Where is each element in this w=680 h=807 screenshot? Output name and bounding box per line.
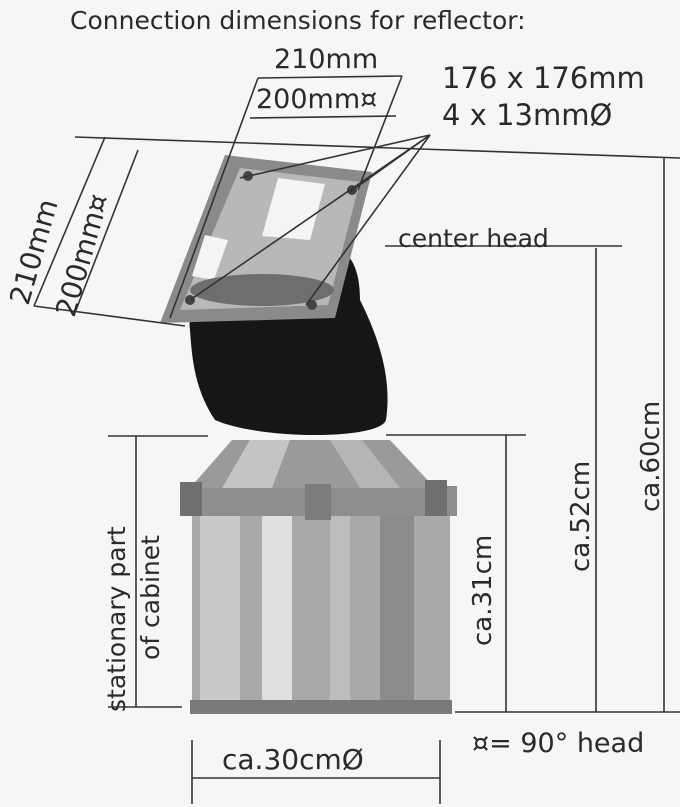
height-31-label: ca.31cm (468, 534, 498, 646)
reflector-head (160, 155, 372, 323)
diagram-title: Connection dimensions for reflector: (70, 6, 526, 35)
stationary-label-line1: stationary part (102, 526, 131, 712)
stationary-label-line2: of cabinet (136, 535, 165, 660)
height-60-label: ca.60cm (636, 400, 666, 512)
top-inner-dimension: 200mm¤ (256, 84, 378, 115)
hole-pattern-label: 176 x 176mm (442, 61, 645, 95)
cabinet (180, 440, 457, 714)
base-diameter-label: ca.30cmØ (222, 743, 364, 776)
dimension-lines (33, 75, 680, 804)
height-52-label: ca.52cm (566, 460, 596, 572)
holes-label: 4 x 13mmØ (442, 98, 613, 132)
center-head-label: center head (398, 224, 549, 253)
top-outer-dimension: 210mm (274, 44, 379, 75)
legend-label: ¤= 90° head (472, 728, 645, 759)
